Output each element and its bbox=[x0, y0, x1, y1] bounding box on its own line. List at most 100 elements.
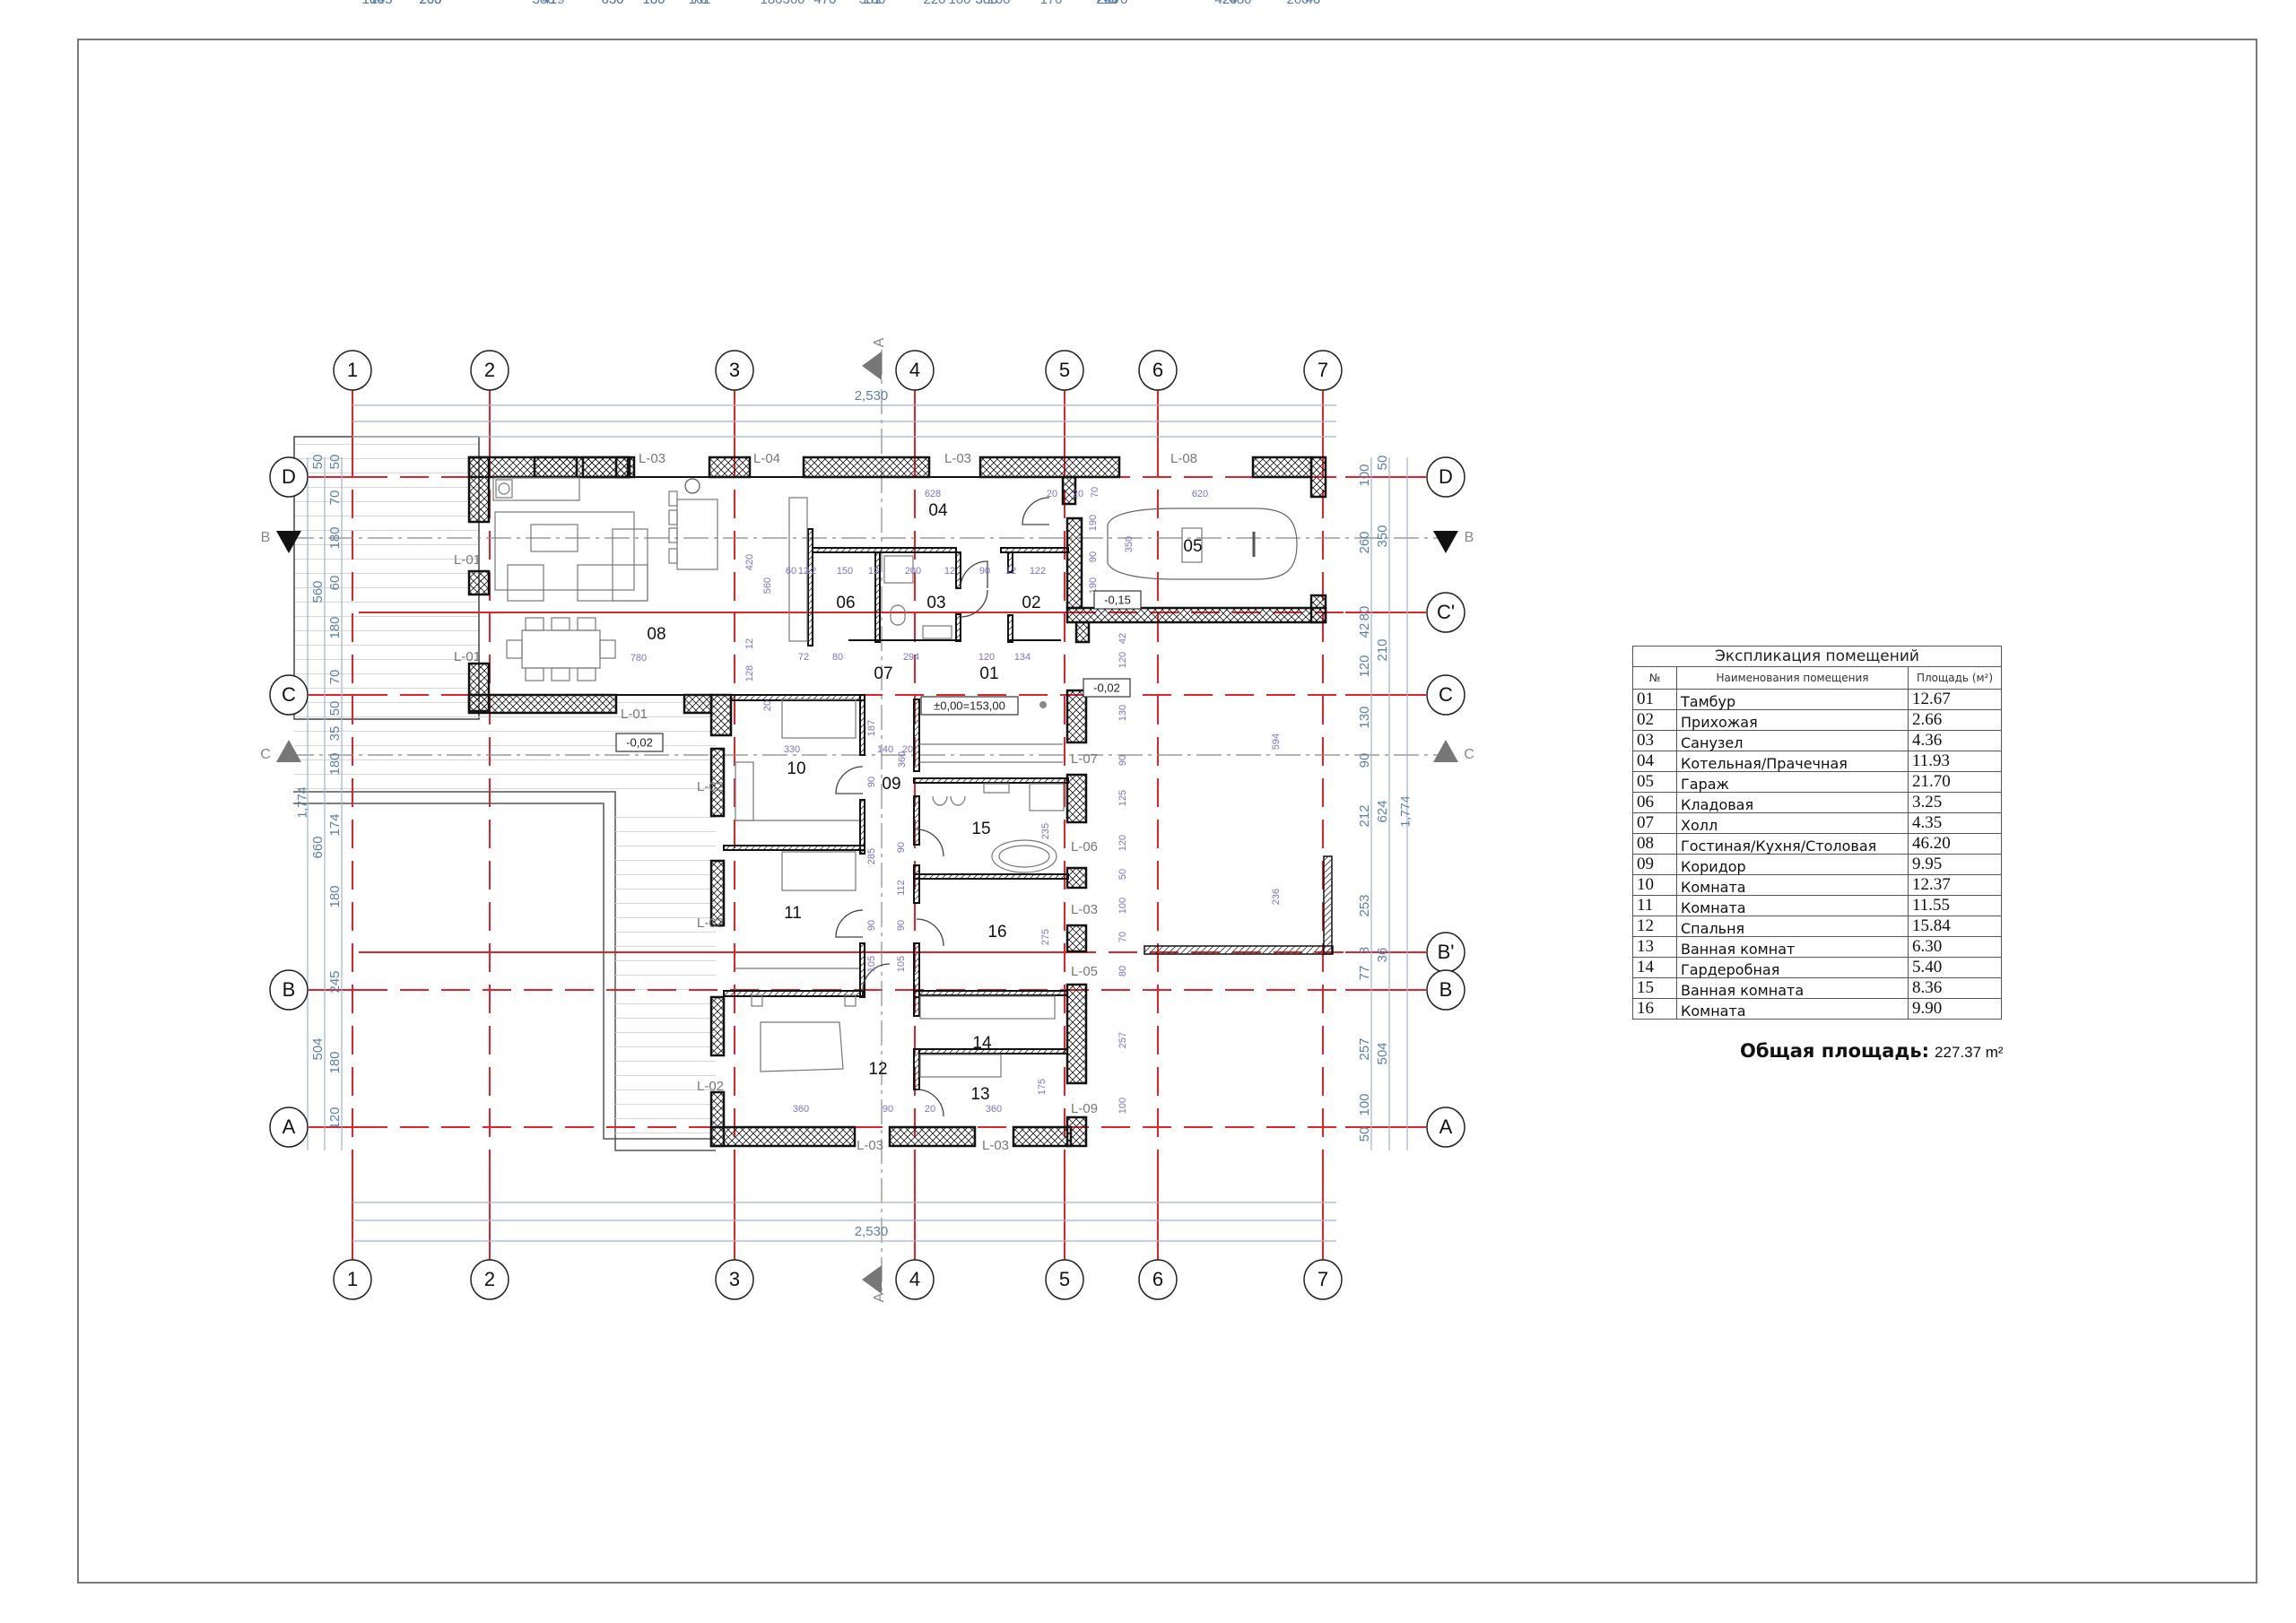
section-mark-label: B bbox=[1465, 530, 1474, 545]
interior-dimension: 90 bbox=[883, 1104, 893, 1115]
room-name: Коридор bbox=[1676, 854, 1909, 875]
bottom-opening-dimension: 180 bbox=[642, 0, 665, 7]
bottom-axis-dimension: 240 bbox=[1096, 0, 1118, 7]
interior-dimension: 90 bbox=[896, 920, 907, 931]
section-mark-B: B bbox=[261, 530, 301, 553]
room-area: 4.35 bbox=[1908, 812, 2002, 834]
section-arrow-icon bbox=[1433, 740, 1458, 762]
grid-bubble-circle bbox=[1303, 350, 1343, 391]
room-area: 12.67 bbox=[1908, 689, 2002, 710]
opening-label: L-05 bbox=[1071, 964, 1098, 979]
level-mark: ±0,00=153,00 bbox=[920, 696, 1019, 716]
grid-bubble-top-1: 1 bbox=[333, 350, 372, 391]
interior-dimension: 12 bbox=[868, 566, 879, 577]
right-middle-dimension: 210 bbox=[1375, 638, 1390, 661]
room-label-09: 09 bbox=[882, 775, 900, 794]
opening-label: L-06 bbox=[1071, 839, 1098, 855]
section-mark-label: C bbox=[260, 747, 271, 762]
top-opening-dimension: 719 bbox=[1094, 0, 1117, 7]
grid-bubble-circle bbox=[715, 1259, 754, 1300]
room-name: Холл bbox=[1676, 812, 1909, 834]
right-inner-dimension: 253 bbox=[1357, 894, 1372, 916]
grid-bubble-right-D: D bbox=[1426, 456, 1465, 498]
bottom-opening-dimension: 380 bbox=[532, 0, 554, 7]
opening-label: L-03 bbox=[1071, 902, 1098, 917]
interior-dimension: 236 bbox=[1271, 889, 1282, 905]
interior-dimension: 120 bbox=[1118, 652, 1128, 668]
interior-dimension: 190 bbox=[1088, 577, 1099, 594]
room-label-10: 10 bbox=[787, 759, 805, 778]
top-opening-dimension: 100 bbox=[948, 0, 970, 7]
level-marks: -0,02-0,15-0,02±0,00=153,00 bbox=[615, 590, 1142, 752]
room-number: 10 bbox=[1632, 874, 1677, 896]
col-area-header: Площадь (м²) bbox=[1908, 666, 2002, 690]
room-area: 11.55 bbox=[1908, 895, 2002, 916]
grid-bubble-label: 2 bbox=[484, 1268, 495, 1290]
interior-dimension: 285 bbox=[866, 848, 877, 864]
interior-dimension: 12 bbox=[798, 566, 809, 577]
grid-bubble-circle bbox=[333, 350, 372, 391]
grid-bubble-label: D bbox=[282, 465, 296, 488]
left-inner-dimension: 174 bbox=[327, 813, 343, 836]
room-label-14: 14 bbox=[972, 1034, 992, 1053]
grid-bubble-circle bbox=[269, 1107, 309, 1148]
left-middle-dimension: 560 bbox=[310, 580, 326, 603]
room-label-15: 15 bbox=[971, 820, 990, 838]
dimension-lines: 2,53014520563047038024042040100200419100… bbox=[295, 0, 1413, 1242]
bottom-opening-dimension: 220 bbox=[923, 0, 945, 7]
right-middle-dimension: 624 bbox=[1375, 800, 1390, 822]
level-mark-label: -0,02 bbox=[1093, 681, 1120, 694]
interior-dimension: 134 bbox=[1014, 652, 1031, 663]
interior-dimension: 200 bbox=[905, 566, 921, 577]
grid-bubble-label: 4 bbox=[909, 359, 920, 381]
total-area-value: 227.37 m² bbox=[1935, 1044, 2004, 1061]
left-inner-dimension: 180 bbox=[327, 885, 343, 907]
right-inner-dimension: 3 bbox=[1357, 947, 1372, 954]
interior-dimension: 350 bbox=[1124, 536, 1135, 552]
opening-label: L-08 bbox=[1170, 451, 1197, 466]
section-mark-A: A bbox=[862, 337, 887, 380]
interior-dimension: 594 bbox=[1271, 733, 1282, 750]
interior-dimension: 50 bbox=[1118, 869, 1128, 880]
top-axis-dimension: 240 bbox=[1096, 0, 1118, 7]
interior-dimension: 12 bbox=[744, 638, 755, 649]
interior-dimension: 42 bbox=[1118, 633, 1128, 644]
left-middle-dimension: 504 bbox=[310, 1037, 326, 1060]
left-inner-dimension: 180 bbox=[327, 1051, 343, 1073]
room-label-05: 05 bbox=[1183, 537, 1202, 556]
total-area-label: Общая площадь: bbox=[1740, 1040, 1930, 1062]
interior-dimension: 90 bbox=[896, 842, 907, 853]
interior-dimension: 90 bbox=[866, 920, 877, 931]
grid-bubble-bottom-6: 6 bbox=[1138, 1259, 1178, 1300]
grid-bubble-circle bbox=[1426, 674, 1465, 716]
grid-bubble-right-C': C' bbox=[1426, 592, 1465, 633]
interior-dimension: 125 bbox=[1118, 790, 1128, 806]
room-label-07: 07 bbox=[874, 664, 892, 683]
grid-bubble-top-3: 3 bbox=[715, 350, 754, 391]
exterior-walls bbox=[467, 456, 1334, 1148]
interior-dimension: 122 bbox=[1030, 566, 1046, 577]
interior-dimension: 60 bbox=[786, 566, 796, 577]
left-inner-dimension: 70 bbox=[327, 670, 343, 685]
grid-bubble-circle bbox=[1045, 350, 1084, 391]
room-area: 2.66 bbox=[1908, 709, 2002, 731]
left-inner-dimension: 180 bbox=[327, 752, 343, 775]
right-inner-dimension: 42 bbox=[1357, 623, 1372, 638]
interior-dimension: 560 bbox=[762, 577, 773, 594]
grid-bubble-label: B' bbox=[1438, 941, 1455, 963]
grid-bubble-label: 1 bbox=[347, 1268, 358, 1290]
right-inner-dimension: 130 bbox=[1357, 706, 1372, 728]
interior-dimension: 360 bbox=[793, 1104, 809, 1115]
right-overall-dimension: 1,774 bbox=[1398, 795, 1413, 827]
room-number: 15 bbox=[1632, 977, 1677, 999]
opening-label: L-01 bbox=[454, 649, 481, 664]
top-opening-dimension: 200 bbox=[1286, 0, 1309, 7]
interior-dimension: 780 bbox=[631, 653, 647, 664]
